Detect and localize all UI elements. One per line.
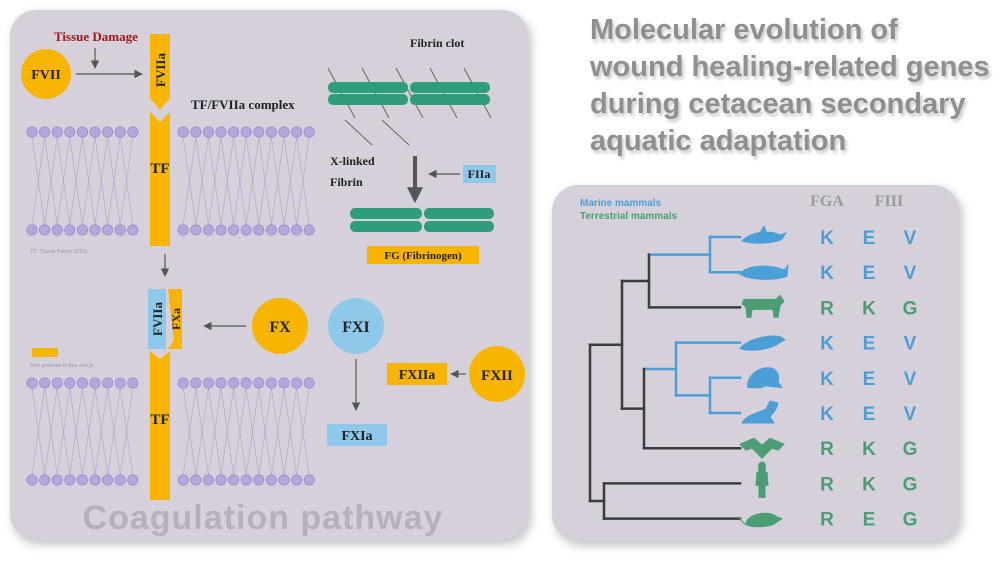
tf-lower-block (150, 351, 170, 500)
coagulation-panel: Tissue Damage FVII FVIIa TF TF/FVIIa com… (10, 10, 528, 540)
coagulation-diagram: Tissue Damage FVII FVIIa TF TF/FVIIa com… (21, 29, 525, 537)
residue-cell: K (820, 263, 834, 284)
fiia-node (463, 165, 496, 183)
column-header-fiii: FIII (875, 193, 903, 210)
xlinked-label: X-linked (330, 154, 375, 168)
residue-cell: V (904, 334, 917, 355)
residue-cell: V (904, 228, 917, 249)
residue-cell: R (820, 510, 834, 531)
dolphin-icon (741, 224, 788, 244)
rodent-icon (737, 512, 784, 528)
fxiia-node (387, 363, 447, 385)
title-line-3: during cetacean secondary (590, 88, 966, 120)
residue-cell: V (904, 404, 917, 425)
key-note: Key proteins in this article (30, 363, 94, 369)
fx-label: FX (269, 319, 291, 336)
phylogeny-diagram: Marine mammals Terrestrial mammals FGA F… (580, 193, 917, 531)
residue-cell: R (820, 439, 834, 460)
fibrin-clot-fibers (327, 67, 492, 146)
fibrinogen-rods (350, 208, 494, 232)
tf-note: TF: Tissue Factor (FIII) (30, 248, 87, 255)
lipid-bilayer-bottom (26, 377, 315, 486)
legend-marine: Marine mammals (580, 198, 662, 209)
residue-cell: K (820, 228, 834, 249)
fxii-label: FXII (481, 368, 513, 384)
residue-cell: K (862, 474, 876, 495)
complex-label: TF/FVIIa complex (191, 97, 295, 112)
fxia-label: FXIa (341, 429, 372, 444)
tf-lower-label: TF (150, 412, 169, 428)
residue-cell: G (903, 439, 918, 460)
walrus-icon (747, 367, 784, 389)
residue-cell: E (863, 510, 876, 531)
fiia-label: FIIa (468, 167, 491, 181)
fxa-label: FXa (169, 308, 183, 330)
residue-cell: K (820, 404, 834, 425)
whale-icon (739, 263, 789, 280)
fviia-lower-label: FVIIa (150, 302, 165, 336)
taxon-icons (737, 224, 789, 528)
bat-icon (739, 437, 785, 459)
residue-cell: E (863, 263, 876, 284)
fviia-upper-label: FVIIa (153, 53, 168, 87)
tf-upper-block (150, 112, 170, 246)
residue-cell: E (863, 228, 876, 249)
fibrin-label: Fibrin (330, 175, 363, 189)
residue-cell: E (863, 369, 876, 390)
sea-lion-icon (741, 400, 779, 424)
tf-upper-label: TF (150, 161, 169, 177)
tissue-damage-label: Tissue Damage (54, 29, 138, 44)
fibrinogen-node (367, 246, 479, 264)
fviia-lower-block (148, 289, 166, 349)
column-header-fga: FGA (810, 193, 844, 210)
residue-cell: R (820, 474, 834, 495)
fxi-node (328, 298, 384, 354)
cow-icon (741, 294, 785, 318)
title-line-4: aquatic adaptation (590, 125, 847, 157)
lipid-bilayer-top (26, 126, 315, 236)
residue-cell: K (820, 369, 834, 390)
fxii-node (469, 346, 525, 402)
phylogeny-panel: Marine mammals Terrestrial mammals FGA F… (552, 185, 959, 541)
fxia-node (327, 424, 387, 446)
residue-cell: G (903, 474, 918, 495)
key-legend-swatch (32, 348, 58, 357)
residue-cell: V (904, 263, 917, 284)
fibrin-clot-label: Fibrin clot (410, 36, 464, 50)
title-line-2: wound healing-related genes (590, 51, 990, 83)
fviia-upper-block (150, 34, 170, 110)
tree-branches (588, 235, 742, 520)
residue-cell: E (863, 334, 876, 355)
residue-cell: G (903, 298, 918, 319)
fxa-block (168, 289, 182, 349)
watermark-label: Coagulation pathway (83, 499, 444, 537)
residue-cell: K (820, 334, 834, 355)
fvii-node (21, 49, 71, 99)
title-line-1: Molecular evolution of (590, 14, 898, 46)
fibrinogen-label: FG (Fibrinogen) (384, 250, 462, 262)
residue-cell: K (862, 298, 876, 319)
seal-icon (739, 335, 786, 351)
residue-cell: G (903, 510, 918, 531)
legend-terrestrial: Terrestrial mammals (580, 211, 678, 222)
residue-cell: K (862, 439, 876, 460)
fxiia-label: FXIIa (399, 368, 436, 383)
human-icon (755, 461, 769, 498)
fvii-label: FVII (31, 68, 61, 83)
residue-cell: E (863, 404, 876, 425)
fx-node (252, 298, 308, 354)
fxi-label: FXI (342, 319, 370, 336)
residue-cell: V (904, 369, 917, 390)
residue-cell: R (820, 298, 834, 319)
